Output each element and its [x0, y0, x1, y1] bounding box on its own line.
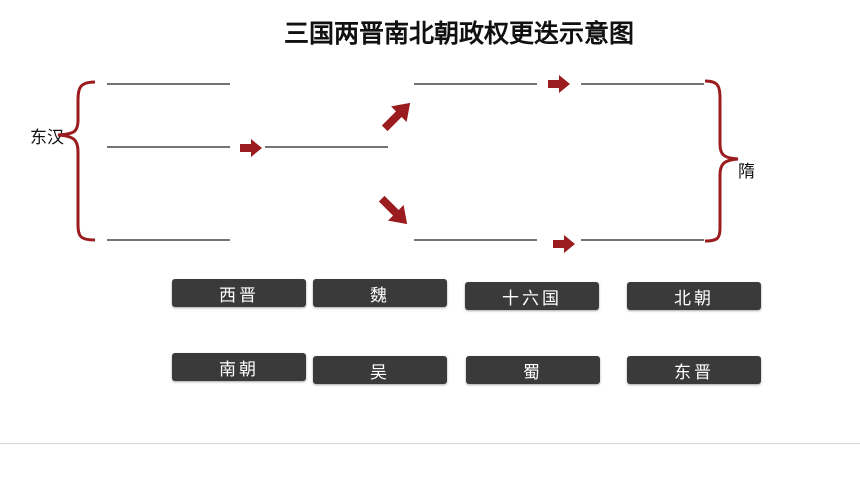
arrow-right-icon — [240, 139, 262, 157]
arrow-down-right-icon — [378, 195, 408, 225]
arrow-right-icon — [553, 235, 575, 253]
chip-shu[interactable]: 蜀 — [466, 356, 600, 384]
bottom-divider — [0, 443, 860, 444]
right-brace — [704, 79, 739, 243]
chip-dongjin[interactable]: 东晋 — [627, 356, 761, 384]
chip-beichao[interactable]: 北朝 — [627, 282, 761, 310]
chip-nanchao[interactable]: 南朝 — [172, 353, 306, 381]
chip-wei[interactable]: 魏 — [313, 279, 447, 307]
left-label-donghan: 东汉 — [30, 128, 64, 148]
chip-shiliuguo[interactable]: 十六国 — [465, 282, 599, 310]
arrow-up-right-icon — [381, 102, 411, 132]
arrow-right-icon — [548, 75, 570, 93]
succession-diagram — [57, 75, 739, 253]
chip-xijin[interactable]: 西晋 — [172, 279, 306, 307]
right-label-sui: 隋 — [738, 162, 755, 182]
left-brace — [57, 80, 96, 242]
chip-wu[interactable]: 吴 — [313, 356, 447, 384]
diagram-title: 三国两晋南北朝政权更迭示意图 — [284, 19, 635, 48]
